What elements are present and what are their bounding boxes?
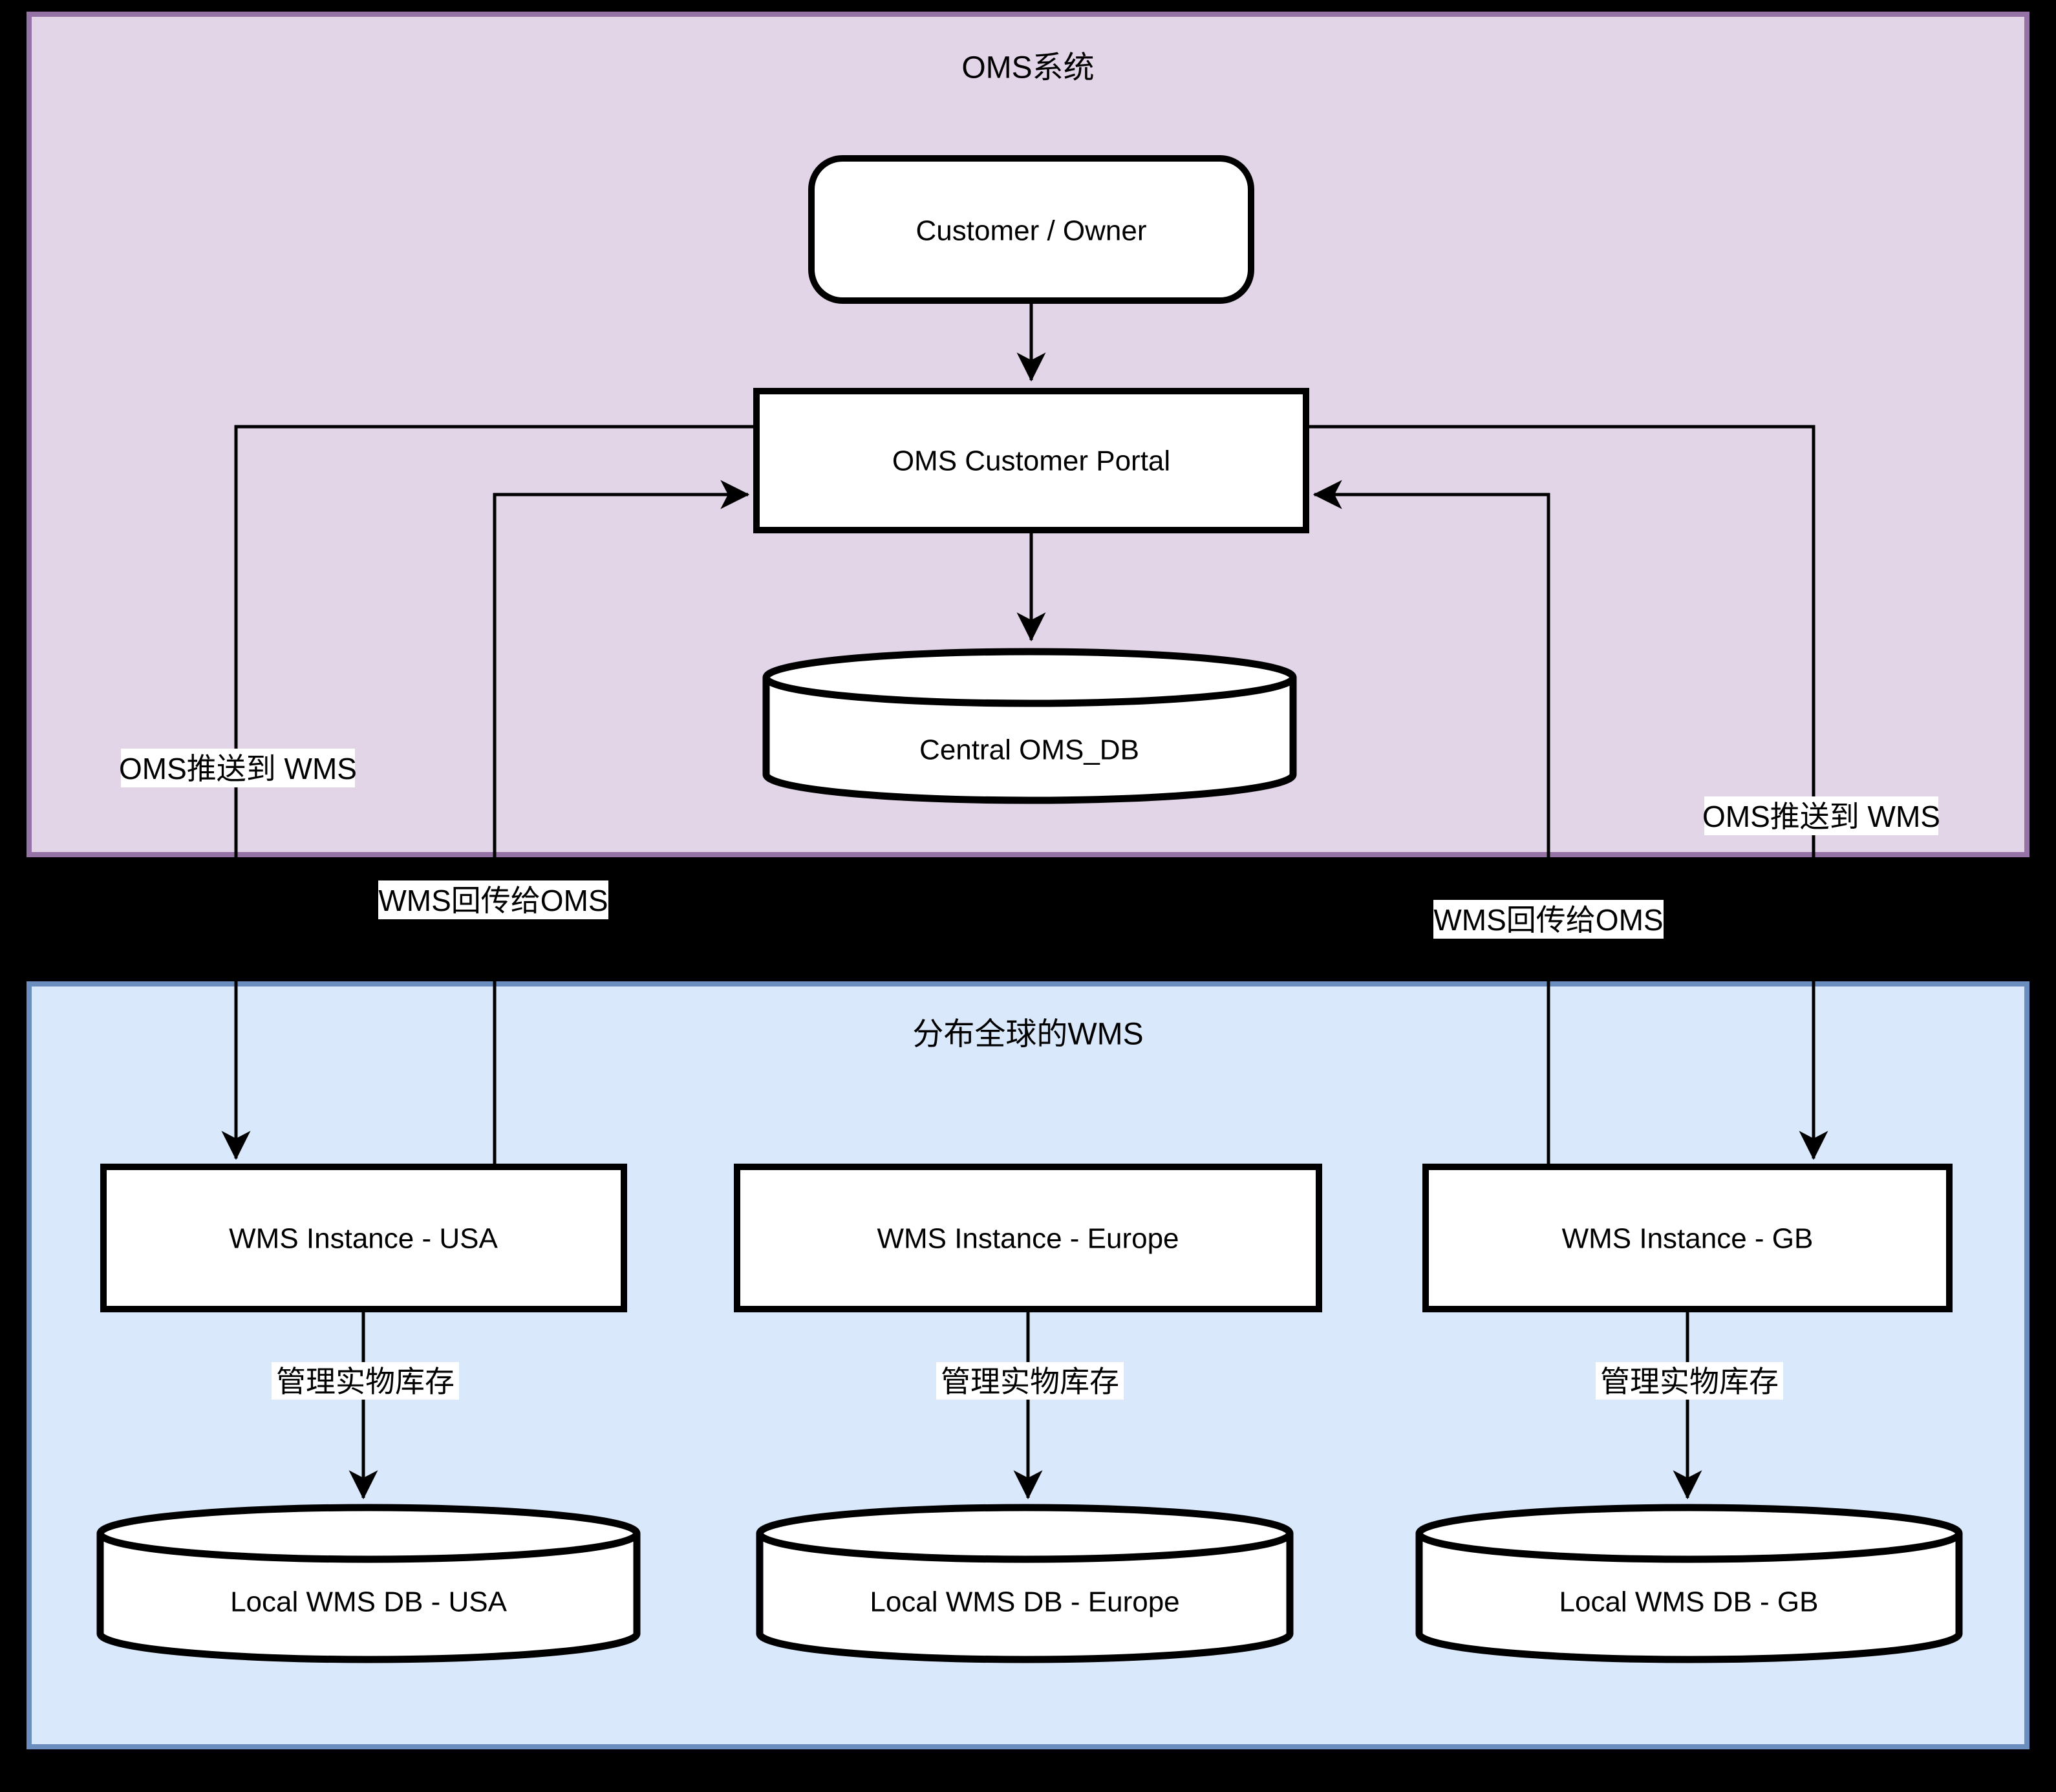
- edge-label-text: 管理实物库存: [276, 1365, 455, 1398]
- edge-oms-push-to-wms-gb: [1306, 425, 1828, 1160]
- edge-label-text: 管理实物库存: [941, 1365, 1119, 1398]
- node-label: Local WMS DB - GB: [1559, 1586, 1819, 1618]
- edge-label-manage-usa: 管理实物库存: [272, 1362, 459, 1400]
- node-central-oms-db: Central OMS_DB: [762, 648, 1297, 804]
- edge-wms-usa-return-to-oms: [493, 480, 750, 1167]
- node-label: OMS Customer Portal: [892, 445, 1170, 477]
- edge-label-bg: [121, 749, 355, 787]
- node-label: WMS Instance - Europe: [877, 1223, 1179, 1255]
- node-label: Customer / Owner: [916, 215, 1147, 247]
- node-oms-customer-portal: OMS Customer Portal: [753, 388, 1309, 533]
- edge-wms-gb-return-to-oms: [1312, 480, 1550, 1167]
- node-shape-top: [96, 1504, 641, 1563]
- edge-label-bg: [1433, 900, 1664, 939]
- node-shape: [756, 1533, 1294, 1663]
- edge-label-text: OMS推送到 WMS: [1702, 800, 1940, 833]
- node-label: Local WMS DB - Europe: [870, 1586, 1179, 1618]
- node-customer-owner: Customer / Owner: [808, 155, 1254, 304]
- edge-label-wms-return-left: WMS回传给OMS: [378, 880, 608, 919]
- edge-label-text: OMS推送到 WMS: [119, 752, 357, 785]
- node-shape: [808, 155, 1254, 304]
- edge-label-oms-push-left: OMS推送到 WMS: [119, 749, 357, 787]
- node-shape: [96, 1533, 641, 1663]
- edge-label-oms-push-right: OMS推送到 WMS: [1702, 796, 1940, 835]
- node-shape-top: [756, 1504, 1294, 1563]
- edge-label-bg: [936, 1362, 1124, 1400]
- edge-label-bg: [1596, 1362, 1783, 1400]
- node-wms-instance-europe: WMS Instance - Europe: [734, 1164, 1322, 1312]
- edge-oms-push-to-wms-usa: [221, 425, 756, 1160]
- node-label: Central OMS_DB: [919, 734, 1139, 766]
- node-wms-instance-gb: WMS Instance - GB: [1422, 1164, 1953, 1312]
- edge-label-text: WMS回传给OMS: [1433, 903, 1663, 937]
- edge-label-manage-europe: 管理实物库存: [936, 1362, 1124, 1400]
- edge-label-manage-gb: 管理实物库存: [1596, 1362, 1783, 1400]
- node-shape: [100, 1164, 627, 1312]
- edge-label-text: WMS回传给OMS: [378, 884, 608, 917]
- container-oms-title: OMS系统: [961, 51, 1094, 85]
- node-shape: [1422, 1164, 1953, 1312]
- node-label: WMS Instance - USA: [229, 1223, 498, 1255]
- node-shape: [734, 1164, 1322, 1312]
- node-shape-top: [762, 648, 1297, 707]
- node-label: Local WMS DB - USA: [230, 1586, 508, 1618]
- edge-label-bg: [272, 1362, 459, 1400]
- node-local-wms-db-europe: Local WMS DB - Europe: [756, 1504, 1294, 1663]
- edge-label-bg: [378, 880, 608, 919]
- edge-label-text: 管理实物库存: [1600, 1365, 1779, 1398]
- node-local-wms-db-gb: Local WMS DB - GB: [1415, 1504, 1963, 1663]
- edge-label-bg: [1704, 796, 1938, 835]
- node-local-wms-db-usa: Local WMS DB - USA: [96, 1504, 641, 1663]
- edge-label-wms-return-right: WMS回传给OMS: [1433, 900, 1664, 939]
- node-shape: [753, 388, 1309, 533]
- node-shape-top: [1415, 1504, 1963, 1563]
- node-label: WMS Instance - GB: [1562, 1223, 1814, 1255]
- node-shape: [1415, 1533, 1963, 1663]
- node-shape: [762, 677, 1297, 804]
- node-wms-instance-usa: WMS Instance - USA: [100, 1164, 627, 1312]
- container-wms-title: 分布全球的WMS: [912, 1018, 1143, 1052]
